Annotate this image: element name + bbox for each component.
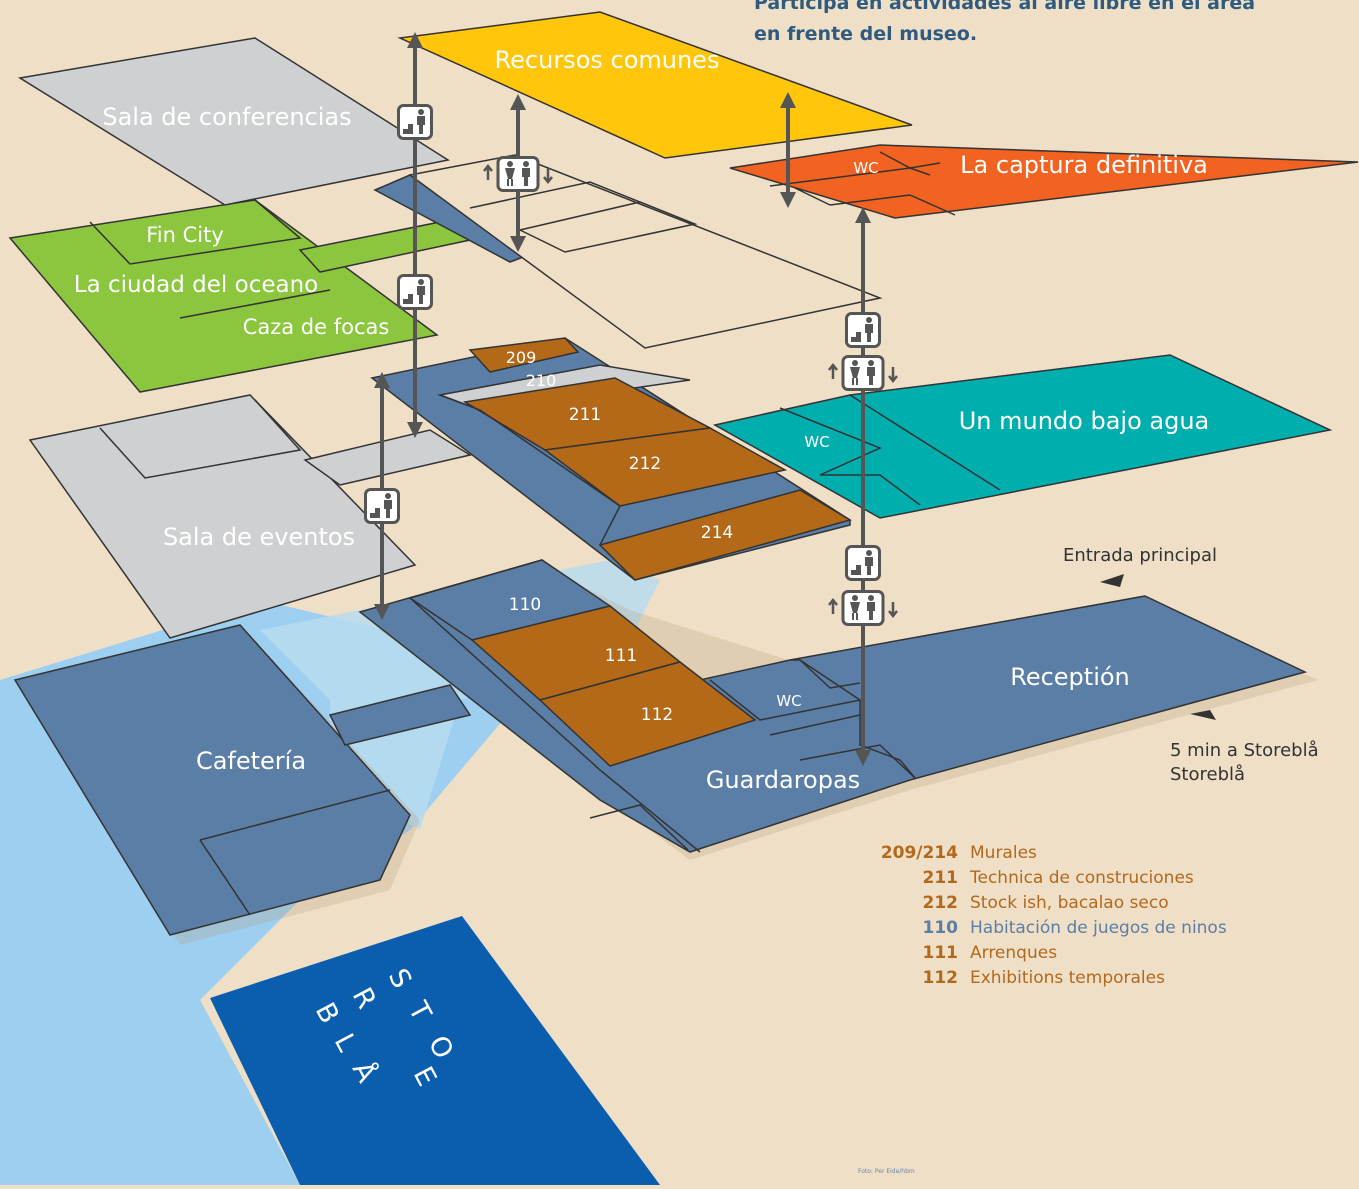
label-sala-eventos: Sala de eventos [163, 523, 355, 551]
label-mundo-bajo-agua: Un mundo bajo agua [959, 407, 1210, 435]
stairs-icon [397, 104, 433, 140]
stairs-icon [364, 488, 400, 524]
label-room-211: 211 [569, 405, 601, 425]
second-floor [28, 337, 852, 639]
legend-row: 209/214 Murales [860, 843, 1320, 868]
label-storebla-distance: 5 min a Storeblå [1170, 740, 1319, 761]
label-room-112: 112 [641, 705, 673, 725]
intro-line-1: Participa en actividades al aire libre e… [754, 0, 1256, 14]
ground-floor [13, 559, 1308, 936]
label-guardaropas: Guardaropas [706, 766, 860, 794]
legend-row: 211 Technica de construciones [860, 868, 1320, 893]
label-room-212: 212 [629, 454, 661, 474]
legend-number: 212 [922, 893, 959, 913]
label-room-110: 110 [509, 595, 541, 615]
intro-text: Participa en actividades al aire libre e… [754, 0, 1344, 50]
label-caza-focas: Caza de focas [243, 315, 390, 339]
legend-text: Technica de construciones [970, 868, 1194, 888]
label-room-111: 111 [605, 646, 637, 666]
label-captura-definitiva: La captura definitiva [960, 151, 1208, 179]
label-room-210: 210 [526, 371, 557, 390]
legend-text: Exhibitions temporales [970, 968, 1165, 988]
stairs-icon [397, 274, 433, 310]
direction-markers [1100, 574, 1216, 720]
legend-text: Stock ish, bacalao seco [970, 893, 1169, 913]
legend: 209/214 Murales 211 Technica de construcion… [860, 843, 1320, 993]
label-recepcion: Receptión [1010, 663, 1130, 691]
label-room-214: 214 [701, 523, 733, 543]
label-ciudad-oceano: La ciudad del oceano [74, 272, 319, 298]
label-wc-third: WC [804, 433, 829, 451]
legend-row: 212 Stock ish, bacalao seco [860, 893, 1320, 918]
legend-row: 110 Habitación de juegos de ninos [860, 918, 1320, 943]
label-cafeteria: Cafetería [196, 747, 306, 775]
elevator-icon [827, 590, 899, 626]
legend-number: 209/214 [880, 843, 958, 863]
label-storebla: Storeblå [1170, 764, 1245, 785]
legend-text: Habitación de juegos de ninos [970, 918, 1227, 938]
legend-number: 211 [922, 868, 959, 888]
label-room-209: 209 [506, 348, 537, 367]
legend-number: 110 [922, 918, 959, 938]
entrance-arrow-icon [1100, 574, 1124, 587]
label-wc-ground: WC [776, 692, 801, 710]
label-recursos-comunes: Recursos comunes [495, 46, 720, 74]
storebla-arrow-icon [1190, 710, 1216, 720]
intro-line-2: en frente del museo. [754, 23, 978, 45]
legend-number: 112 [922, 968, 959, 988]
label-wc-top: WC [853, 159, 878, 177]
stairs-icon [845, 312, 881, 348]
label-entrada-principal: Entrada principal [1063, 545, 1217, 566]
legend-text: Murales [970, 843, 1037, 863]
stairs-icon [845, 545, 881, 581]
legend-row: 112 Exhibitions temporales [860, 968, 1320, 993]
legend-number: 111 [922, 943, 959, 963]
photo-credit: Foto: Per Eide/hbm [858, 1168, 915, 1175]
elevator-icon [827, 355, 899, 391]
label-fin-city: Fin City [146, 223, 224, 247]
label-sala-conferencias: Sala de conferencias [102, 103, 351, 131]
legend-row: 111 Arrenques [860, 943, 1320, 968]
legend-text: Arrenques [970, 943, 1058, 963]
